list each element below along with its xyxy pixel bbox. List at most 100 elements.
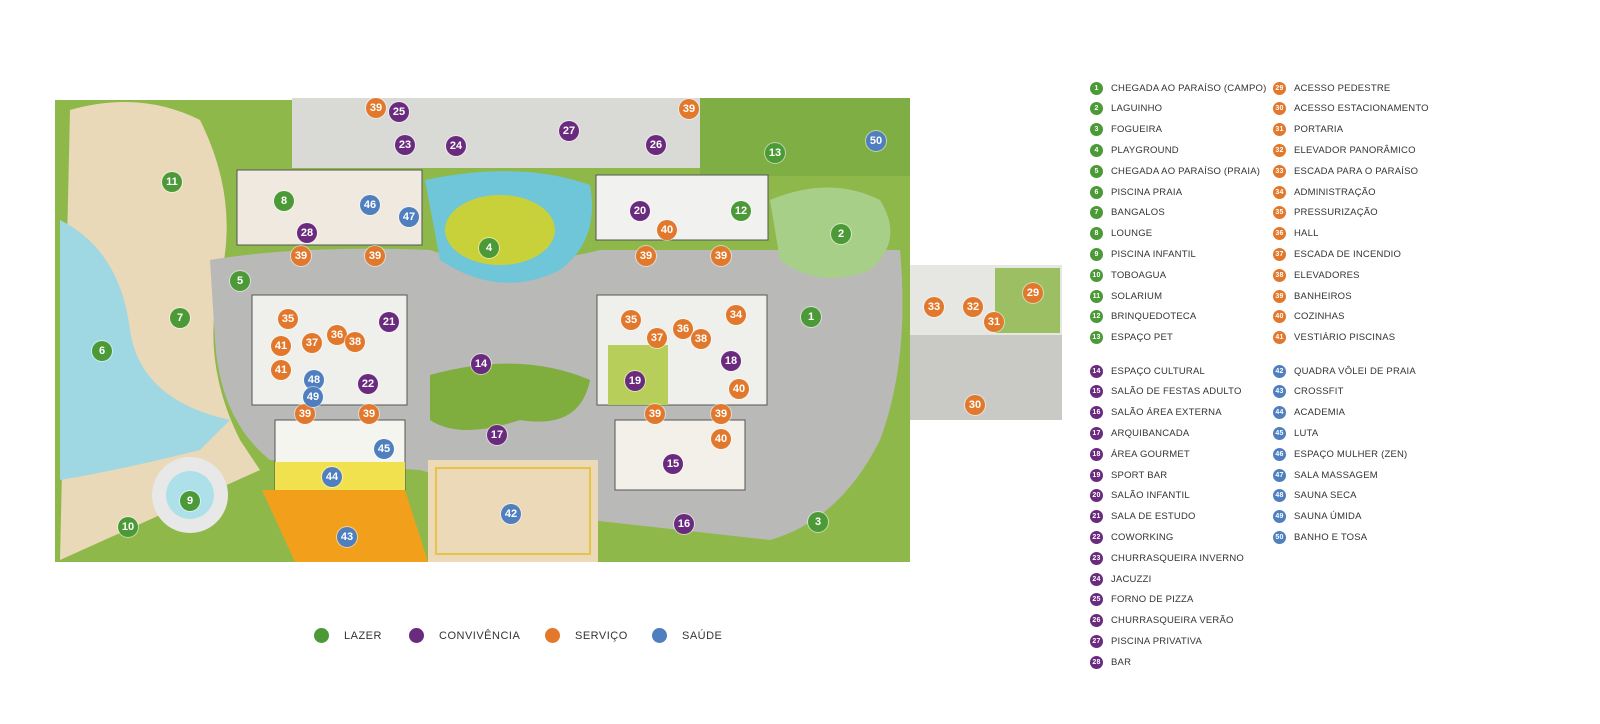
map-marker-30[interactable]: 30 (965, 395, 985, 415)
map-marker-24[interactable]: 24 (446, 136, 466, 156)
legend-number-badge: 24 (1090, 572, 1103, 586)
map-marker-9[interactable]: 9 (180, 491, 200, 511)
map-marker-8[interactable]: 8 (274, 191, 294, 211)
map-marker-27[interactable]: 27 (559, 121, 579, 141)
map-marker-29[interactable]: 29 (1023, 283, 1043, 303)
map-marker-44[interactable]: 44 (322, 467, 342, 487)
legend-number-badge: 27 (1090, 634, 1103, 648)
map-marker-50[interactable]: 50 (866, 131, 886, 151)
map-marker-48[interactable]: 48 (304, 370, 324, 390)
legend-item-31: 31 PORTARIA (1273, 123, 1343, 137)
map-marker-2[interactable]: 2 (831, 224, 851, 244)
map-marker-26[interactable]: 26 (646, 135, 666, 155)
legend-label: ACESSO PEDESTRE (1294, 82, 1391, 94)
category-saude: SAÚDE (652, 628, 722, 643)
map-marker-35[interactable]: 35 (278, 309, 298, 329)
legend-label: LUTA (1294, 427, 1319, 439)
map-marker-25[interactable]: 25 (389, 102, 409, 122)
legend-label: LAGUINHO (1111, 103, 1163, 115)
map-marker-41[interactable]: 41 (271, 336, 291, 356)
map-marker-39[interactable]: 39 (295, 404, 315, 424)
map-marker-32[interactable]: 32 (963, 297, 983, 317)
map-marker-20[interactable]: 20 (630, 201, 650, 221)
map-marker-23[interactable]: 23 (395, 135, 415, 155)
map-marker-45[interactable]: 45 (374, 439, 394, 459)
map-marker-14[interactable]: 14 (471, 354, 491, 374)
map-marker-39[interactable]: 39 (711, 246, 731, 266)
map-marker-39[interactable]: 39 (366, 98, 386, 118)
legend-label: CHEGADA AO PARAÍSO (PRAIA) (1111, 165, 1261, 177)
map-marker-39[interactable]: 39 (711, 404, 731, 424)
map-marker-39[interactable]: 39 (359, 404, 379, 424)
map-marker-39[interactable]: 39 (645, 404, 665, 424)
legend-label: ESPAÇO CULTURAL (1111, 365, 1205, 377)
map-marker-43[interactable]: 43 (337, 527, 357, 547)
legend-label: QUADRA VÔLEI DE PRAIA (1294, 365, 1416, 377)
legend-label: PORTARIA (1294, 124, 1344, 136)
map-marker-11[interactable]: 11 (162, 172, 182, 192)
map-marker-21[interactable]: 21 (379, 312, 399, 332)
map-marker-18[interactable]: 18 (721, 351, 741, 371)
map-marker-33[interactable]: 33 (924, 297, 944, 317)
map-marker-40[interactable]: 40 (657, 220, 677, 240)
map-marker-39[interactable]: 39 (636, 246, 656, 266)
map-marker-37[interactable]: 37 (302, 333, 322, 353)
map-marker-49[interactable]: 49 (303, 387, 323, 407)
map-marker-1[interactable]: 1 (801, 307, 821, 327)
legend-label: CROSSFIT (1294, 386, 1344, 398)
category-label: SAÚDE (682, 629, 723, 642)
map-marker-4[interactable]: 4 (479, 238, 499, 258)
map-marker-5[interactable]: 5 (230, 271, 250, 291)
map-marker-41[interactable]: 41 (271, 360, 291, 380)
map-marker-38[interactable]: 38 (691, 329, 711, 349)
map-marker-39[interactable]: 39 (291, 246, 311, 266)
map-marker-46[interactable]: 46 (360, 195, 380, 215)
legend-label: SALÃO ÁREA EXTERNA (1111, 407, 1222, 419)
map-marker-10[interactable]: 10 (118, 517, 138, 537)
legend-label: ARQUIBANCADA (1111, 427, 1190, 439)
map-marker-35[interactable]: 35 (621, 310, 641, 330)
category-label: SERVIÇO (575, 629, 628, 642)
crossfit-area (262, 490, 428, 562)
map-marker-3[interactable]: 3 (808, 512, 828, 532)
map-marker-38[interactable]: 38 (345, 332, 365, 352)
map-marker-28[interactable]: 28 (297, 223, 317, 243)
legend-number-badge: 31 (1273, 123, 1286, 137)
map-marker-36[interactable]: 36 (327, 325, 347, 345)
map-marker-31[interactable]: 31 (984, 312, 1004, 332)
map-marker-47[interactable]: 47 (399, 207, 419, 227)
map-marker-40[interactable]: 40 (711, 429, 731, 449)
map-marker-6[interactable]: 6 (92, 341, 112, 361)
legend-number-badge: 10 (1090, 268, 1103, 282)
map-marker-39[interactable]: 39 (679, 99, 699, 119)
map-marker-34[interactable]: 34 (726, 305, 746, 325)
map-marker-16[interactable]: 16 (674, 514, 694, 534)
map-marker-7[interactable]: 7 (170, 308, 190, 328)
map-marker-15[interactable]: 15 (663, 454, 683, 474)
map-marker-39[interactable]: 39 (365, 246, 385, 266)
map-marker-12[interactable]: 12 (731, 201, 751, 221)
legend-number-badge: 1 (1090, 81, 1103, 95)
map-marker-13[interactable]: 13 (765, 143, 785, 163)
map-marker-22[interactable]: 22 (358, 374, 378, 394)
legend-label: ACESSO ESTACIONAMENTO (1294, 103, 1429, 115)
map-marker-19[interactable]: 19 (625, 371, 645, 391)
map-marker-42[interactable]: 42 (501, 504, 521, 524)
legend-label: JACUZZI (1111, 573, 1152, 585)
legend-number-badge: 28 (1090, 655, 1103, 669)
legend-number-badge: 48 (1273, 489, 1286, 503)
legend-number-badge: 49 (1273, 510, 1286, 524)
map-marker-36[interactable]: 36 (673, 319, 693, 339)
map-marker-37[interactable]: 37 (647, 328, 667, 348)
map-marker-17[interactable]: 17 (487, 425, 507, 445)
map-marker-40[interactable]: 40 (729, 379, 749, 399)
